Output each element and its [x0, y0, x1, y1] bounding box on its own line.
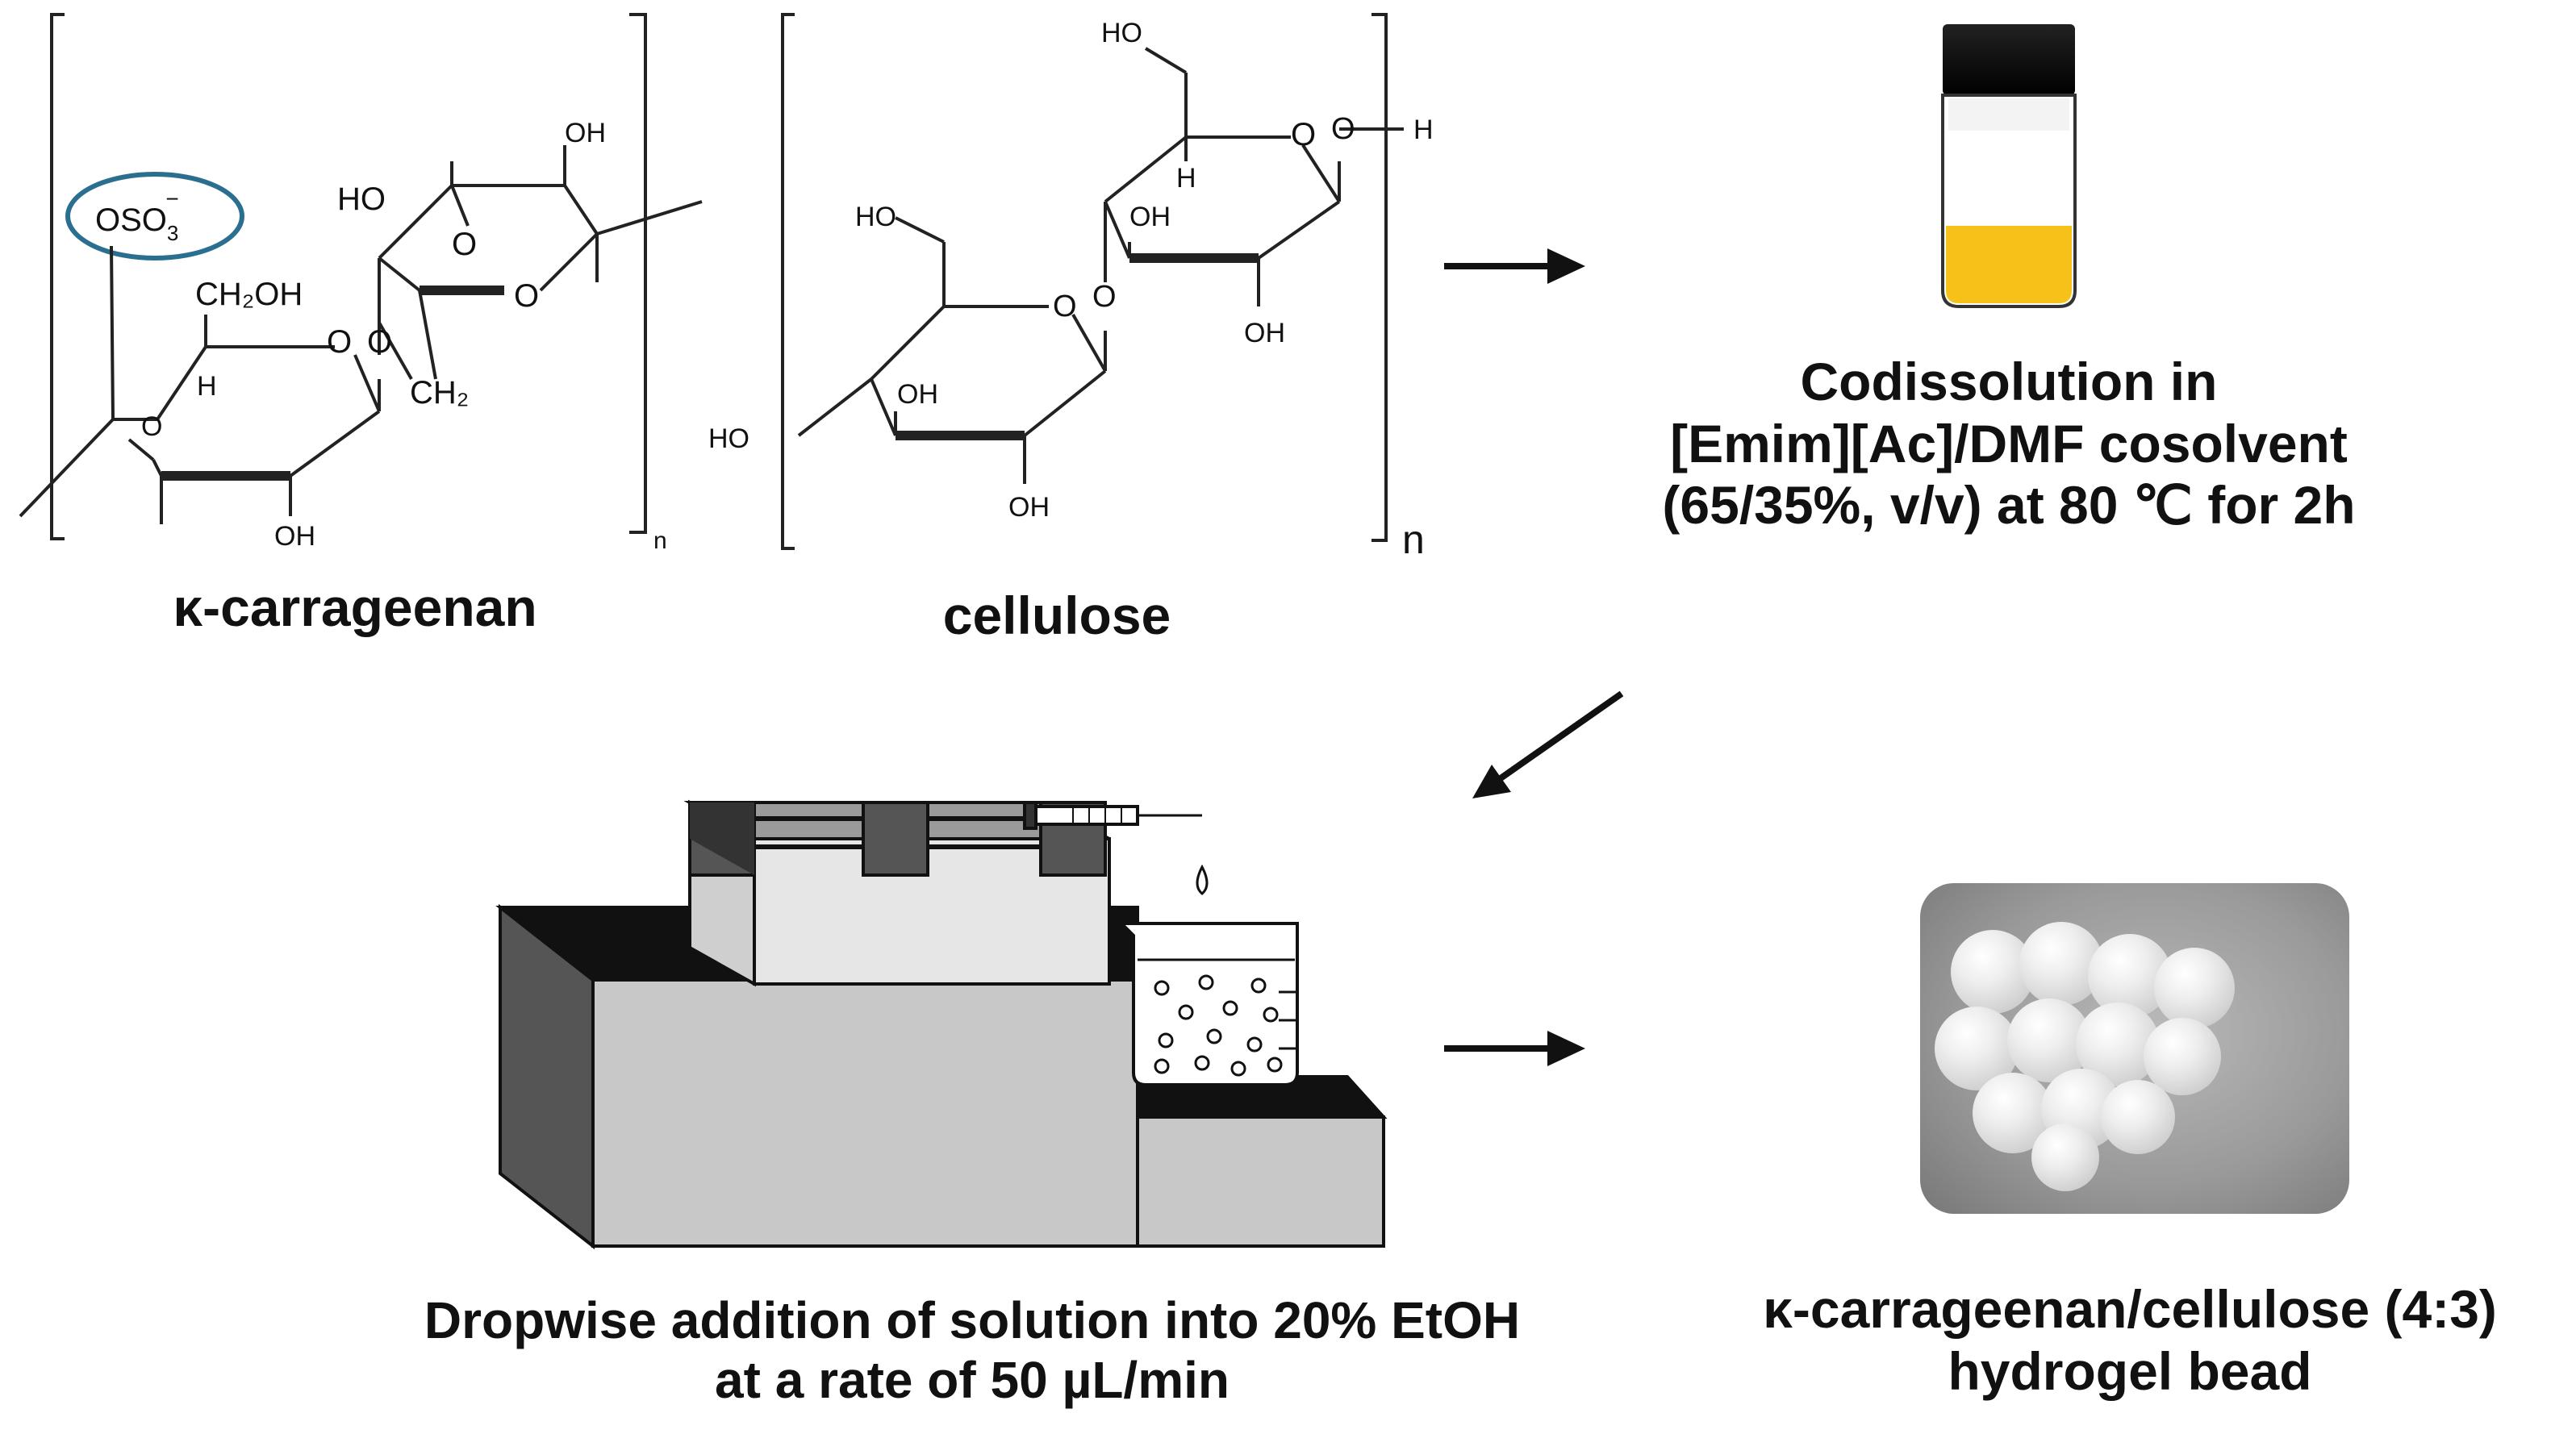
syringe-pump-apparatus: [495, 799, 1388, 1250]
dropwise-line-1: Dropwise addition of solution into 20% E…: [424, 1291, 1521, 1349]
codissolution-line-2: [Emim][Ac]/DMF cosolvent: [1670, 413, 2348, 473]
o-top-ring-label: O: [1291, 117, 1316, 152]
sulfate-label: OSO3−: [95, 186, 179, 245]
cellulose-name: cellulose: [942, 586, 1171, 645]
o-ring2b-label: O: [514, 278, 539, 314]
carrageenan-right-bracket: [629, 13, 647, 534]
hydrogel-bead-photo: [1920, 883, 2349, 1214]
oh-ring-bottom-label: OH: [897, 379, 938, 410]
arrow-to-codissolution: [1444, 248, 1585, 284]
o-link-label: O: [367, 324, 392, 360]
arrows: [1444, 248, 1624, 1066]
o-end-label: O: [1331, 112, 1355, 146]
codissolution-line-3: (65/35%, v/v) at 80 ℃ for 2h: [1662, 475, 2356, 536]
vial-solution: [1946, 226, 2072, 303]
o-ring1-label: O: [327, 324, 352, 360]
carrageenan-name: κ-carrageenan: [173, 577, 537, 637]
bead-line-2: hydrogel bead: [1948, 1340, 2312, 1401]
carrageenan-labels: OSO3− CH₂OH H O O O OH HO O O OH CH₂ n: [95, 118, 667, 554]
ch2oh-label: CH₂OH: [195, 277, 303, 312]
ho-top-label: HO: [1101, 18, 1142, 48]
vial-shoulder: [1948, 98, 2069, 131]
o-ring2-label: O: [452, 227, 477, 262]
beaker-beads: [1154, 974, 1283, 1077]
oh-bottom-label: OH: [274, 521, 315, 552]
carrageenan-structure: [19, 13, 703, 540]
o-ring1b-label: O: [141, 411, 162, 442]
oh-right-label: OH: [1244, 318, 1285, 348]
droplet: [1196, 864, 1209, 895]
carrageenan-left-bracket: [50, 13, 65, 540]
bead-caption: κ-carrageenan/cellulose (4:3) hydrogel b…: [1686, 1278, 2574, 1402]
cellulose-left-bracket: [781, 13, 795, 550]
base-block-front: [591, 978, 1139, 1248]
dropwise-caption: Dropwise addition of solution into 20% E…: [355, 1290, 1589, 1410]
ho-label: HO: [337, 181, 386, 217]
sulfate-highlight-ring: [65, 172, 244, 261]
h-ring-label: H: [1176, 163, 1196, 194]
cellulose-structure: [781, 13, 1404, 550]
cellulose-right-bracket: [1372, 13, 1388, 542]
codissolution-line-1: Codissolution in: [1800, 352, 2218, 411]
syringe-plunger: [1023, 801, 1037, 830]
codissolution-caption: Codissolution in [Emim][Ac]/DMF cosolven…: [1581, 351, 2436, 536]
bead-cluster: [1935, 922, 2235, 1191]
carrageenan-repeat-label: n: [653, 527, 667, 554]
h-end-label: H: [1413, 115, 1434, 145]
o-bottom-ring-label: O: [1053, 290, 1077, 323]
oh-ring-top-label: OH: [1129, 202, 1171, 232]
dropwise-line-2: at a rate of 50 µL/min: [715, 1351, 1230, 1410]
ho-far-left-label: HO: [708, 423, 749, 454]
ch2-label: CH₂: [410, 375, 469, 411]
cellulose-labels: HO O O H H OH OH HO O O OH HO OH n: [708, 18, 1434, 562]
oh-top-label: OH: [565, 118, 606, 148]
cellulose-repeat-label: n: [1402, 517, 1425, 562]
step-block-front: [1136, 1115, 1385, 1248]
arrow-to-dropwise: [1472, 690, 1624, 798]
ho-left-label: HO: [855, 202, 896, 232]
bead-line-1: κ-carrageenan/cellulose (4:3): [1763, 1279, 2497, 1339]
o-link-label-cell: O: [1092, 280, 1117, 314]
solution-vial: [1941, 24, 2077, 308]
oh-bottom-label-cell: OH: [1008, 492, 1050, 523]
h-label: H: [197, 371, 217, 402]
pump-clamp-mid: [862, 801, 929, 877]
arrow-to-bead: [1444, 1031, 1585, 1066]
vial-cap: [1943, 24, 2075, 95]
